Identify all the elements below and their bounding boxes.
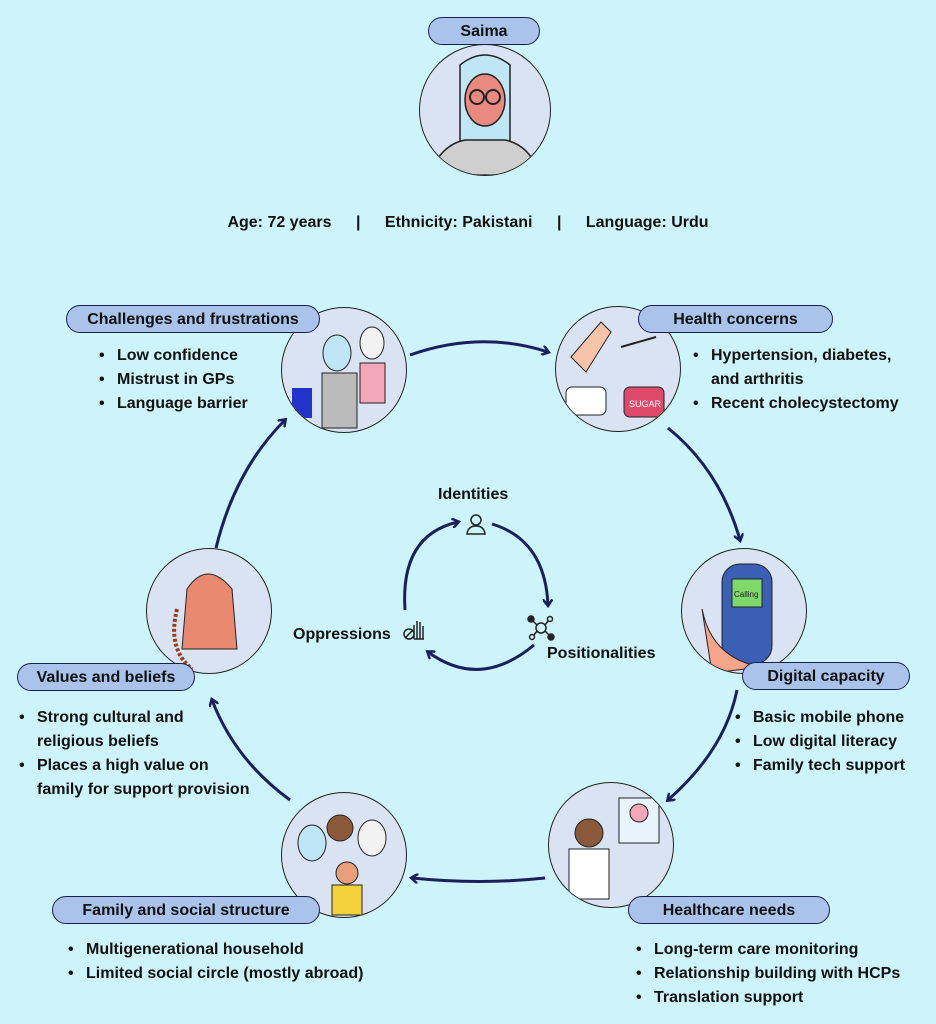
svg-text:SUGAR: SUGAR xyxy=(629,399,662,409)
network-icon xyxy=(527,615,555,641)
list-item-continued: family for support provision xyxy=(37,781,250,798)
list-item: Translation support xyxy=(636,986,900,1010)
healthcare-pill: Healthcare needs xyxy=(628,896,830,924)
list-item: Strong cultural and xyxy=(19,706,249,730)
list-item: Mistrust in GPs xyxy=(99,368,248,392)
family-illustration xyxy=(281,792,407,918)
arrow-oppressions-to-identities xyxy=(403,522,458,611)
list-item: Places a high value on xyxy=(19,754,249,778)
list-item: Long-term care monitoring xyxy=(636,938,900,962)
list-item: Family tech support xyxy=(735,754,905,778)
values-illustration xyxy=(146,548,272,674)
person-icon xyxy=(466,514,486,535)
list-item: Relationship building with HCPs xyxy=(636,962,900,986)
family-pill: Family and social structure xyxy=(52,896,320,924)
persona-info: Age: 72 years | Ethnicity: Pakistani | L… xyxy=(0,214,936,232)
health-list: Hypertension, diabetes, and arthritis Re… xyxy=(691,344,899,416)
arrow-healthcare-to-family xyxy=(412,878,546,882)
list-item: Recent cholecystectomy xyxy=(693,392,899,416)
arrow-values-to-challenges xyxy=(214,420,285,549)
values-pill: Values and beliefs xyxy=(17,663,195,691)
list-item: Language barrier xyxy=(99,392,248,416)
healthcare-list: Long-term care monitoring Relationship b… xyxy=(634,938,900,1010)
positionalities-label: Positionalities xyxy=(547,645,656,662)
stop-hand-icon xyxy=(403,621,424,640)
list-item: Multigenerational household xyxy=(68,938,363,962)
challenges-illustration xyxy=(281,307,407,433)
list-item: Low digital literacy xyxy=(735,730,905,754)
list-item: Limited social circle (mostly abroad) xyxy=(68,962,363,986)
values-list: Strong cultural and religious beliefs Pl… xyxy=(17,706,250,802)
health-pill: Health concerns xyxy=(638,305,833,333)
arrow-digital-to-healthcare xyxy=(668,689,739,800)
arrow-identities-to-positionalities xyxy=(491,522,548,605)
list-item: Low confidence xyxy=(99,344,248,368)
list-item-continued: and arthritis xyxy=(711,371,804,388)
list-item-continued: religious beliefs xyxy=(37,733,159,750)
persona-name-pill: Saima xyxy=(428,17,540,45)
digital-pill: Digital capacity xyxy=(742,662,910,690)
list-item: Hypertension, diabetes, xyxy=(693,344,899,368)
arrow-positionalities-to-oppressions xyxy=(428,643,535,671)
identities-label: Identities xyxy=(438,486,509,503)
persona-ethnicity: Ethnicity: Pakistani xyxy=(384,214,533,231)
svg-text:Calling: Calling xyxy=(734,590,758,599)
separator: | xyxy=(355,214,361,231)
challenges-list: Low confidence Mistrust in GPs Language … xyxy=(97,344,248,416)
challenges-pill: Challenges and frustrations xyxy=(66,305,320,333)
digital-illustration: Calling xyxy=(681,548,807,674)
persona-avatar xyxy=(419,44,551,176)
arrow-challenges-to-health xyxy=(409,340,548,357)
oppressions-label: Oppressions xyxy=(293,626,391,643)
arrow-health-to-digital xyxy=(667,426,740,540)
list-item: Basic mobile phone xyxy=(735,706,905,730)
healthcare-illustration xyxy=(548,782,674,908)
family-list: Multigenerational household Limited soci… xyxy=(66,938,363,986)
persona-age: Age: 72 years xyxy=(227,214,332,231)
persona-language: Language: Urdu xyxy=(585,214,709,231)
separator: | xyxy=(556,214,562,231)
digital-list: Basic mobile phone Low digital literacy … xyxy=(733,706,905,778)
